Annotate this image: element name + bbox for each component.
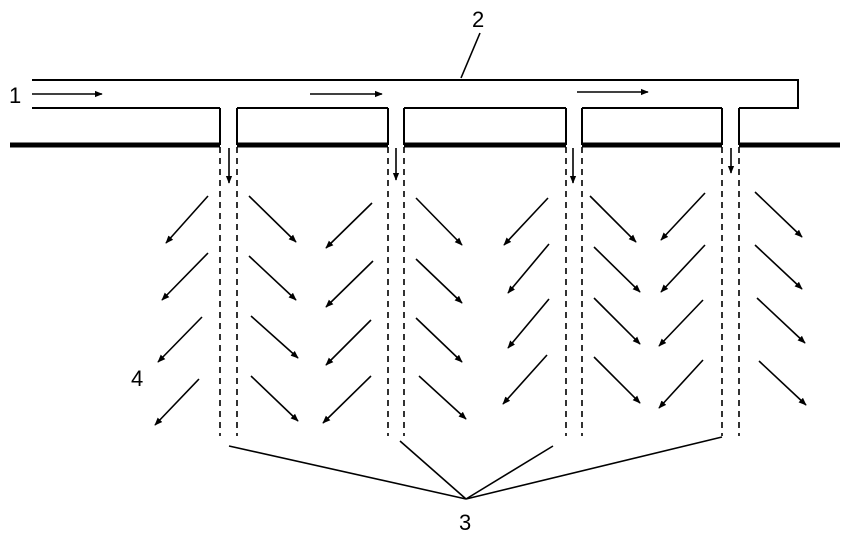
- arrow-icon: [758, 360, 807, 406]
- arrow-icon: [658, 359, 704, 409]
- label-branch-pipes: 3: [459, 510, 471, 535]
- arrow-icon: [248, 255, 297, 301]
- arrow-icon: [660, 192, 706, 241]
- arrow-icon: [754, 244, 803, 290]
- arrow-icon: [248, 195, 297, 243]
- arrow-icon: [250, 315, 299, 359]
- soil-flow-arrows: [154, 191, 807, 426]
- arrow-icon: [593, 297, 641, 345]
- label-flow: 4: [131, 366, 143, 391]
- arrow-icon: [415, 317, 463, 363]
- arrow-icon: [161, 252, 209, 301]
- arrow-icon: [658, 299, 704, 347]
- pipe-flow-arrows: [32, 88, 649, 98]
- arrow-icon: [415, 197, 463, 246]
- arrow-icon: [589, 195, 637, 243]
- arrow-icon: [325, 319, 372, 366]
- arrow-icon: [502, 354, 548, 405]
- arrow-icon: [660, 244, 706, 293]
- arrow-icon: [165, 195, 209, 244]
- leader-lines: [228, 32, 723, 500]
- branch-entry-arrows: [225, 148, 735, 184]
- arrow-icon: [754, 191, 803, 238]
- arrow-icon: [322, 375, 372, 424]
- branch-stubs: [219, 108, 740, 145]
- label-inlet: 1: [9, 83, 21, 108]
- arrow-icon: [593, 356, 641, 404]
- arrow-icon: [325, 260, 374, 308]
- arrow-icon: [250, 375, 299, 422]
- arrow-icon: [593, 246, 641, 293]
- dashed-channels: [219, 147, 740, 436]
- label-pipe: 2: [472, 7, 484, 32]
- main-pipe-outline: [32, 79, 799, 109]
- arrow-icon: [756, 297, 806, 344]
- arrow-icon: [157, 316, 203, 363]
- arrow-icon: [325, 202, 373, 249]
- arrow-icon: [418, 375, 467, 420]
- arrow-icon: [507, 243, 550, 294]
- arrow-icon: [154, 378, 200, 426]
- arrow-icon: [507, 298, 550, 349]
- arrow-icon: [415, 258, 463, 304]
- arrow-icon: [503, 197, 549, 246]
